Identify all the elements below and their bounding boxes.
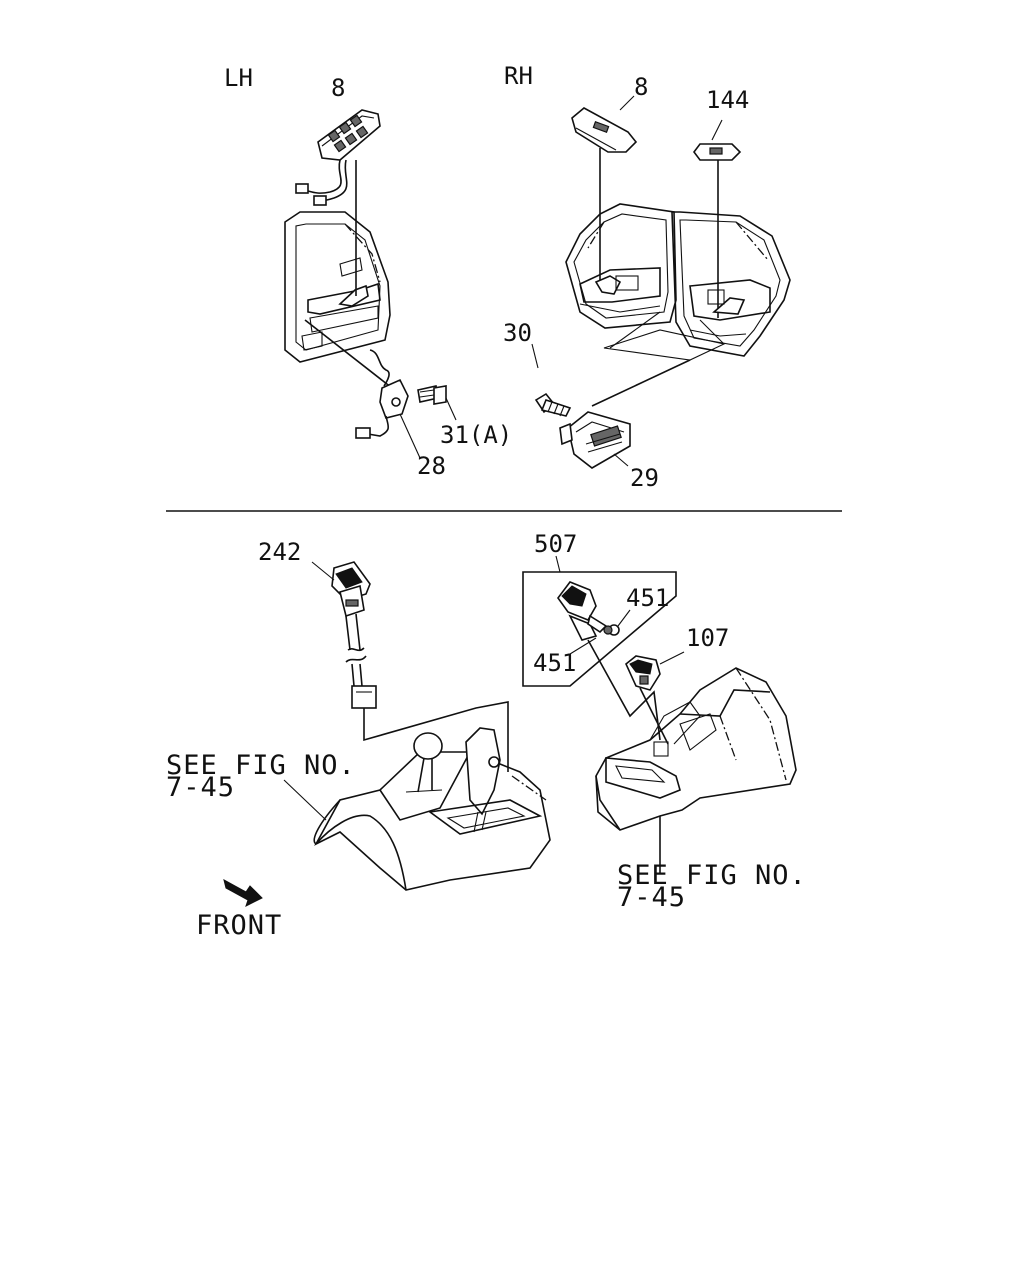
- switch-107: [625, 651, 685, 745]
- rh-door-switch-8: [571, 95, 638, 282]
- left-console: [283, 727, 551, 891]
- front-label: FRONT: [196, 910, 282, 941]
- callout-451-bottom: 451: [533, 649, 576, 677]
- lh-door-assembly: [284, 160, 391, 363]
- screw-31a: [417, 385, 457, 421]
- callout-507: 507: [534, 530, 577, 558]
- switch-242-harness: [311, 561, 509, 772]
- lh-master-window-switch: [295, 109, 381, 206]
- see-fig-right-line2: 7-45: [617, 882, 686, 913]
- callout-242: 242: [258, 538, 301, 566]
- label-rh: RH: [504, 62, 533, 90]
- callout-28: 28: [417, 452, 446, 480]
- kit-507-box: [522, 555, 677, 741]
- callout-451-top: 451: [626, 584, 669, 612]
- callout-144: 144: [706, 86, 749, 114]
- screw-30: [531, 343, 572, 417]
- callout-30: 30: [503, 319, 532, 347]
- see-fig-left-line1: SEE FIG NO.: [166, 750, 356, 781]
- callout-31a: 31(A): [440, 421, 512, 449]
- callout-29: 29: [630, 464, 659, 492]
- lh-mirror-switch: [304, 319, 421, 459]
- right-console: [595, 667, 797, 874]
- callout-8-rh: 8: [634, 73, 648, 101]
- callout-8-lh: 8: [331, 74, 345, 102]
- rh-mirror-switch-29: [559, 359, 691, 469]
- rh-rear-switch-144: [693, 119, 742, 318]
- see-fig-right-line1: SEE FIG NO.: [617, 860, 807, 891]
- label-lh: LH: [224, 64, 253, 92]
- see-fig-left-line2: 7-45: [166, 772, 235, 803]
- callout-107: 107: [686, 624, 729, 652]
- rh-doors: [565, 203, 791, 361]
- front-direction-arrow-icon: [223, 879, 263, 907]
